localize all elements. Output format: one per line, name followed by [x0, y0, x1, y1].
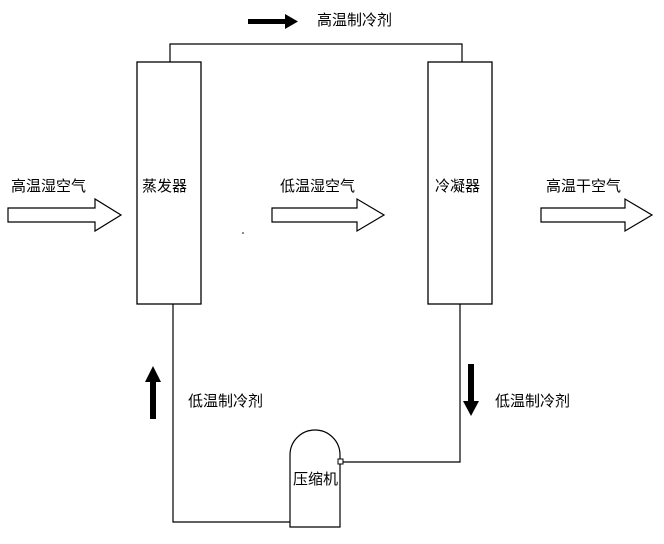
outlet-air-label: 高温干空气: [546, 177, 622, 195]
up-refrigerant-arrow: [145, 366, 161, 419]
compressor-label: 压缩机: [293, 470, 339, 488]
stray-dot: [242, 232, 244, 234]
middle-air-arrow: [271, 197, 386, 233]
left-refrigerant-label: 低温制冷剂: [188, 392, 264, 410]
down-refrigerant-arrow: [463, 364, 479, 416]
inlet-air-arrow: [7, 197, 123, 233]
compressor-body: [289, 429, 341, 528]
evaporator-box: [136, 61, 202, 305]
condenser-label: 冷凝器: [435, 177, 481, 195]
evaporator-label: 蒸发器: [142, 177, 188, 195]
condenser-box: [427, 61, 493, 305]
top-refrigerant-label: 高温制冷剂: [317, 11, 393, 29]
top-pipe: [169, 43, 463, 62]
middle-air-label: 低温湿空气: [280, 177, 356, 195]
right-refrigerant-label: 低温制冷剂: [495, 392, 571, 410]
inlet-air-label: 高温湿空气: [11, 177, 87, 195]
compressor-port: [337, 458, 344, 465]
right-pipe: [340, 304, 461, 463]
left-pipe: [172, 304, 290, 523]
outlet-air-arrow: [540, 197, 654, 233]
top-refrigerant-arrow: [248, 14, 298, 29]
